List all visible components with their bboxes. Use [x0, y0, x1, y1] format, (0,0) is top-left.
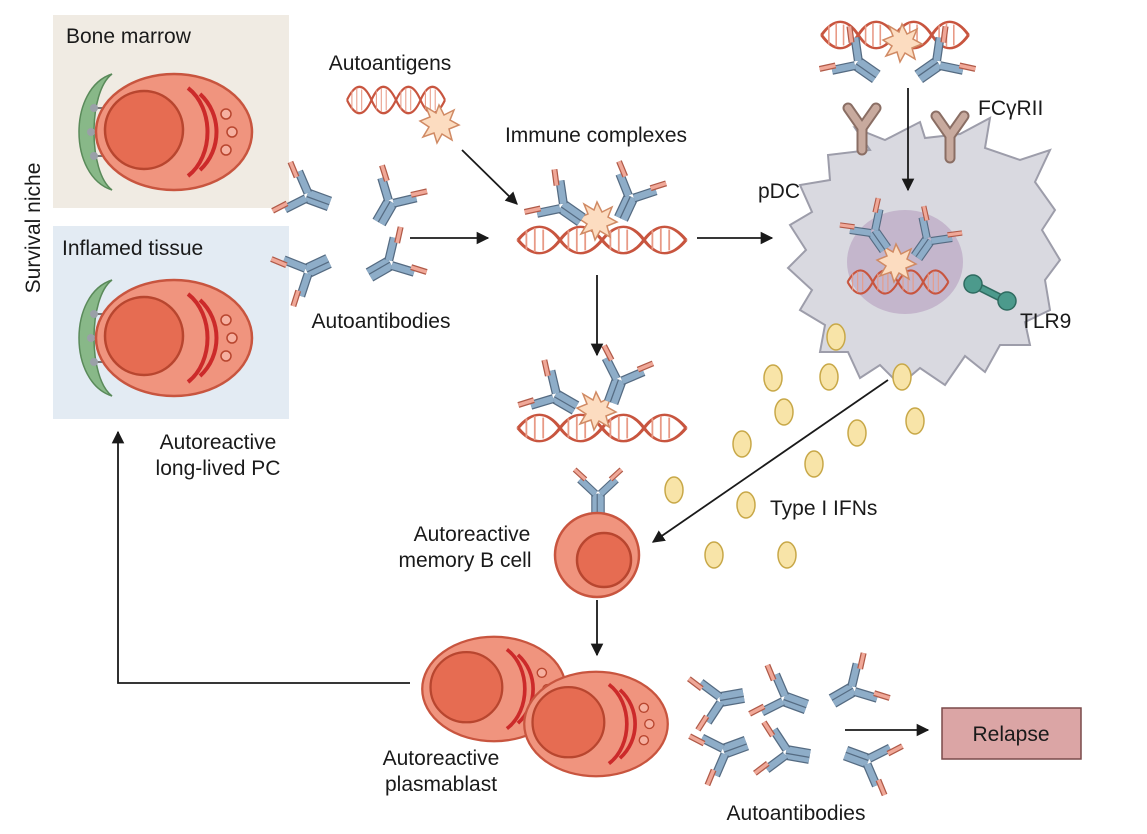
autoantigens-label: Autoantigens: [329, 52, 452, 75]
autoantibodies-cluster-top: [271, 162, 427, 306]
immune-complex-incoming: [820, 20, 976, 98]
memory-b-label-line1: Autoreactive: [414, 523, 531, 546]
autoantibodies-cluster-bottom: [689, 653, 903, 795]
ifn-droplet-icon: [704, 541, 724, 569]
immune-complex-middle: [518, 346, 688, 444]
ifn-droplet-icon: [664, 476, 684, 504]
autoantibodies-label-bottom: Autoantibodies: [727, 802, 866, 825]
inflamed-tissue-label: Inflamed tissue: [62, 237, 203, 260]
antibody-icon: [837, 729, 903, 795]
long-lived-plasma-cell-icon: [94, 278, 254, 398]
arrow-plasmablast-to-niche: [111, 430, 410, 684]
ifn-droplet-icon: [763, 364, 783, 392]
immune-complexes-label: Immune complexes: [505, 124, 687, 147]
antibody-icon: [689, 670, 748, 730]
autoantigen-dna: [345, 85, 460, 144]
tlr9-receptor: [963, 274, 1017, 311]
inflamed-tissue-panel: Inflamed tissue: [53, 226, 289, 419]
flow-arrows: [111, 88, 930, 737]
antibody-icon: [755, 722, 814, 782]
relapse-label: Relapse: [972, 723, 1049, 746]
long-lived-plasma-cell-icon: [94, 72, 254, 192]
fc-gamma-rii-receptor: [842, 102, 882, 156]
ifn-droplet-icon: [777, 541, 797, 569]
type-i-ifns-label: Type I IFNs: [770, 497, 877, 520]
tlr9-label: TLR9: [1020, 310, 1071, 333]
ifn-droplet-icon: [736, 491, 756, 519]
autoantibodies-label-top: Autoantibodies: [312, 310, 451, 333]
plasmablast-label-line2: plasmablast: [385, 773, 497, 796]
plasmablast-icon: [522, 669, 670, 779]
ifn-droplet-icon: [732, 430, 752, 458]
bone-marrow-panel: Bone marrow: [53, 15, 289, 208]
survival-niche-label: Survival niche: [22, 163, 45, 294]
bone-marrow-label: Bone marrow: [66, 25, 192, 48]
arrow-autoantigens-to-complexes: [461, 149, 518, 205]
ifn-droplet-icon: [804, 450, 824, 478]
pdc-label: pDC: [758, 180, 800, 203]
fc-gamma-rii-receptor: [930, 110, 970, 164]
arrow-ifn-to-bcell: [651, 379, 889, 543]
relapse-box: Relapse: [941, 707, 1082, 760]
antibody-icon: [356, 165, 427, 235]
fcgrii-label: FCγRII: [978, 97, 1043, 120]
autoreactive-pc-label-line1: Autoreactive: [160, 431, 277, 454]
memory-b-cell: [553, 470, 641, 599]
ifn-droplet-icon: [892, 363, 912, 391]
ifn-droplet-icon: [819, 363, 839, 391]
immune-complex-top: [516, 161, 688, 255]
ifn-droplet-icon: [826, 323, 846, 351]
bcr-antibody-icon: [575, 470, 622, 516]
antibody-icon: [819, 653, 889, 724]
ifn-droplet-icon: [774, 398, 794, 426]
ifn-droplet-icon: [905, 407, 925, 435]
autoreactive-pc-label-line2: long-lived PC: [156, 457, 281, 480]
plasmablast-label-line1: Autoreactive: [383, 747, 500, 770]
ifn-droplet-icon: [847, 419, 867, 447]
memory-b-label-line2: memory B cell: [398, 549, 531, 572]
antibody-icon: [750, 665, 816, 731]
